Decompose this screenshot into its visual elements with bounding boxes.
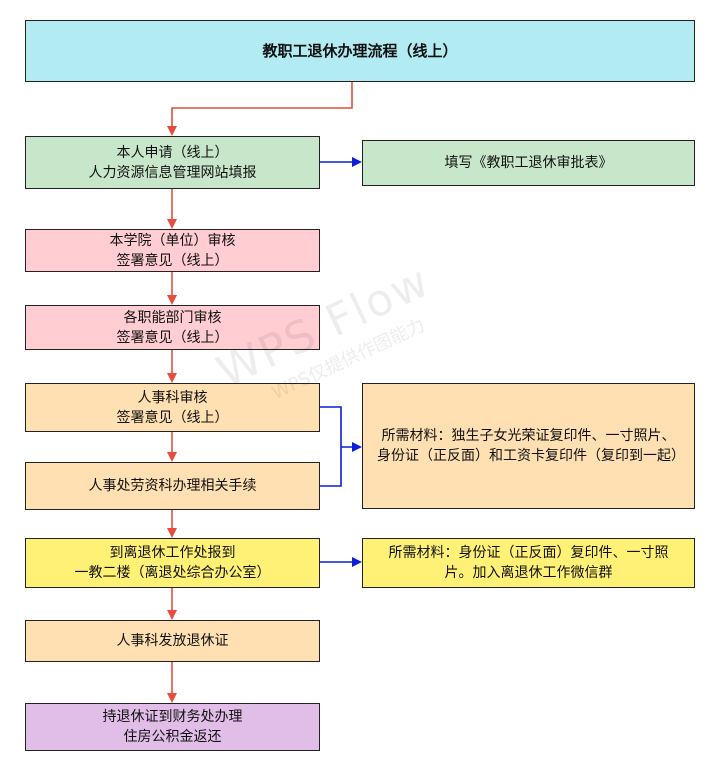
node-dept-review-label: 各职能部门审核 签署意见（线上）	[116, 309, 229, 346]
node-title: 教职工退休办理流程（线上）	[25, 20, 695, 82]
node-hr-review-label: 人事科审核 签署意见（线上）	[116, 389, 229, 426]
node-finance: 持退休证到财务处办理 住房公积金返还	[25, 703, 320, 751]
node-labor-procedures: 人事处劳资科办理相关手续	[25, 462, 320, 510]
node-finance-label: 持退休证到财务处办理 住房公积金返还	[102, 709, 243, 745]
node-report-office-label: 到离退休工作处报到 一教二楼（离退处综合办公室）	[74, 545, 271, 581]
node-apply: 本人申请（线上） 人力资源信息管理网站填报	[25, 136, 320, 189]
node-materials2-label: 所需材料：身份证（正反面）复印件、一寸照片。加入离退休工作微信群	[388, 545, 669, 581]
node-fill-form-label: 填写《教职工退休审批表》	[444, 155, 613, 171]
node-issue-certificate-label: 人事科发放退休证	[116, 633, 229, 649]
node-materials1-label: 所需材料：独生子女光荣证复印件、一寸照片、身份证（正反面）和工资卡复印件（复印到…	[377, 428, 685, 464]
node-apply-label: 本人申请（线上） 人力资源信息管理网站填报	[88, 144, 257, 181]
node-report-office: 到离退休工作处报到 一教二楼（离退处综合办公室）	[25, 538, 320, 588]
arrow-title-to-apply	[167, 82, 353, 136]
node-fill-form: 填写《教职工退休审批表》	[362, 140, 695, 186]
node-materials2: 所需材料：身份证（正反面）复印件、一寸照片。加入离退休工作微信群	[362, 538, 695, 588]
node-hr-review: 人事科审核 签署意见（线上）	[25, 383, 320, 432]
node-labor-procedures-label: 人事处劳资科办理相关手续	[88, 478, 257, 494]
node-college-review: 本学院（单位）审核 签署意见（线上）	[25, 229, 320, 272]
node-issue-certificate: 人事科发放退休证	[25, 620, 320, 662]
node-college-review-label: 本学院（单位）审核 签署意见（线上）	[109, 232, 236, 269]
node-materials1: 所需材料：独生子女光荣证复印件、一寸照片、身份证（正反面）和工资卡复印件（复印到…	[362, 383, 695, 509]
node-dept-review: 各职能部门审核 签署意见（线上）	[25, 305, 320, 350]
bracket-hr-labor-to-materials	[320, 406, 342, 487]
node-title-label: 教职工退休办理流程（线上）	[262, 42, 458, 60]
